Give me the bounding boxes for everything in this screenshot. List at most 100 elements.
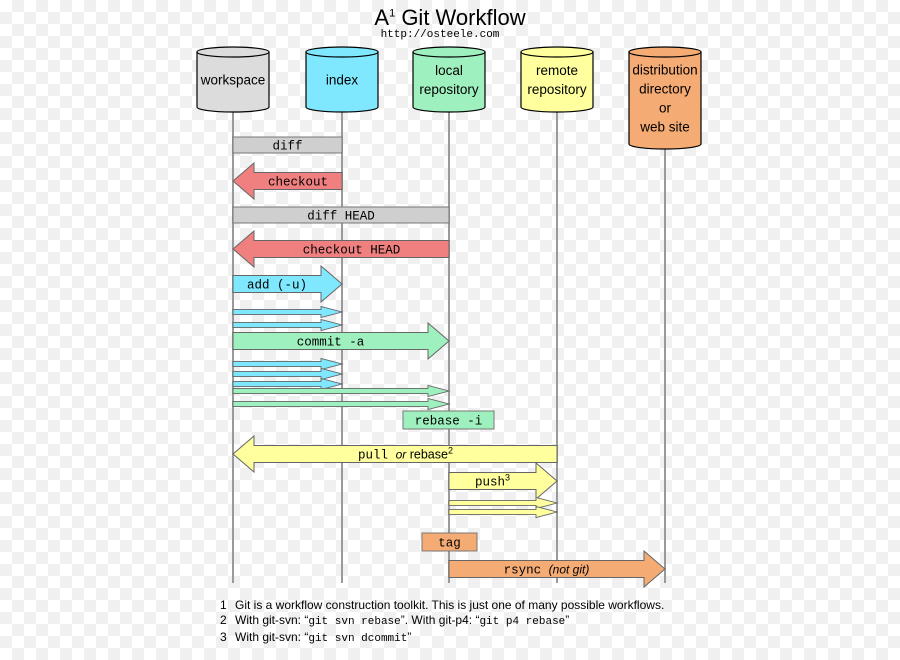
op-arrow [232, 161, 343, 201]
op-label: rebase -i [415, 415, 483, 429]
lane-label: remote [536, 63, 578, 78]
op-label: tag [438, 537, 461, 551]
op-diff: diff [232, 136, 343, 154]
op-push: push3 [448, 461, 558, 501]
op-label-part: diff [272, 140, 302, 154]
op-thin-arrow [232, 397, 451, 411]
op-label-part: add (-u) [247, 279, 307, 293]
op-label: rsync (not git) [504, 563, 590, 578]
footnote-text: With git-svn: “ [235, 613, 309, 627]
op-bar [232, 206, 450, 224]
title-footnote-marker: 1 [389, 7, 396, 20]
op-rebase-thin-3 [232, 377, 344, 391]
footnote-number: 1 [220, 598, 227, 612]
op-rsync: rsync (not git) [448, 549, 666, 589]
lane-label: directory [639, 82, 691, 97]
op-rebase-i: rebase -i [402, 410, 495, 430]
op-label-part: checkout [268, 176, 328, 190]
op-arrow [232, 229, 450, 269]
lane-label: local [435, 63, 463, 78]
op-diff-head: diff HEAD [232, 206, 450, 224]
op-thin-arrow [232, 357, 344, 371]
op-label-part: diff HEAD [307, 210, 375, 224]
op-rebase-thin-1 [232, 357, 344, 371]
footnote-text: git p4 rebase [479, 616, 566, 628]
footnote-1: 1 Git is a workflow construction toolkit.… [220, 598, 664, 613]
cylinder-top [628, 46, 702, 58]
lane-remote-repository: remote repository [520, 46, 594, 583]
op-thin-arrow [448, 505, 559, 519]
footnote-text: With git-svn: “ [235, 630, 309, 644]
lane-label: web site [639, 120, 690, 135]
op-label: add (-u) [247, 279, 307, 293]
footnote-text: Git is a workflow construction toolkit. … [235, 598, 665, 612]
op-label: checkout HEAD [303, 244, 401, 258]
op-commit-a: commit -a [232, 321, 450, 361]
op-label-part: rsync [504, 564, 549, 578]
page-url: http://osteele.com [380, 29, 500, 41]
op-label: commit -a [297, 336, 365, 350]
op-thin-arrow [448, 496, 559, 510]
op-thin-arrow [232, 384, 451, 398]
title-text-rest: Git Workflow [395, 5, 526, 30]
lane-label: repository [419, 82, 479, 97]
footnote-3: 3 With git-svn: “git svn dcommit” [220, 630, 664, 647]
op-label-part: checkout HEAD [303, 244, 401, 258]
op-label: pull or rebase2 [358, 446, 453, 463]
op-checkout-head: checkout HEAD [232, 229, 450, 269]
lane-label: or [659, 101, 672, 116]
op-label-part: rebase [406, 448, 448, 462]
footnote-2: 2 With git-svn: “git svn rebase”. With gi… [220, 613, 664, 630]
op-add-thin-2 [232, 318, 344, 332]
op-thin-arrow [232, 318, 344, 332]
op-pull-rebase: pull or rebase2 [232, 434, 558, 474]
op-arrow [232, 264, 343, 304]
op-add-thin-1 [232, 305, 344, 319]
cylinder-top [196, 46, 270, 58]
lane-label: distribution [632, 63, 697, 78]
op-rebase-thin-5 [232, 397, 451, 411]
op-label-part: commit -a [297, 336, 365, 350]
op-box [421, 532, 478, 552]
footnotes: 1 Git is a workflow construction toolkit.… [220, 598, 664, 647]
op-rebase-thin-2 [232, 367, 344, 381]
op-label-part: tag [438, 537, 461, 551]
op-label-part: push [475, 476, 505, 490]
lane-label: index [326, 73, 359, 88]
op-thin-arrow [232, 377, 344, 391]
cylinder-top [305, 46, 379, 58]
cylinder-body [628, 51, 702, 150]
op-arrow [232, 321, 450, 361]
footnote-number: 3 [220, 630, 227, 644]
op-arrow [448, 461, 558, 501]
footnote-text: git svn rebase [308, 616, 401, 628]
op-box [402, 410, 495, 430]
lane-label: repository [527, 82, 587, 97]
op-push-thin-2 [448, 505, 559, 519]
op-label: checkout [268, 176, 328, 190]
op-bar [232, 136, 343, 154]
op-arrow [232, 434, 558, 474]
page-title: A1 Git Workflow [0, 5, 900, 31]
cylinder-body [305, 51, 379, 113]
cylinder-top [412, 46, 486, 58]
op-label: diff HEAD [307, 210, 375, 224]
op-arrow [448, 549, 666, 589]
footnote-text: ” [407, 630, 412, 644]
footnote-text: ”. With git-p4: “ [400, 613, 480, 627]
op-label-part: or [396, 448, 408, 462]
op-push-thin-1 [448, 496, 559, 510]
footnote-text: git svn dcommit [308, 633, 408, 645]
op-tag: tag [421, 532, 478, 552]
footnote-text: ” [565, 613, 570, 627]
lane-distribution-directory: distribution directory or web site [628, 46, 702, 583]
op-label: push3 [475, 473, 510, 490]
op-thin-arrow [232, 305, 344, 319]
cylinder-top [520, 46, 594, 58]
op-label-part: 3 [505, 473, 510, 483]
op-label-part: pull [358, 449, 396, 463]
footnote-number: 2 [220, 613, 227, 627]
op-label-part: (not git) [549, 563, 590, 577]
cylinder-body [196, 51, 270, 113]
